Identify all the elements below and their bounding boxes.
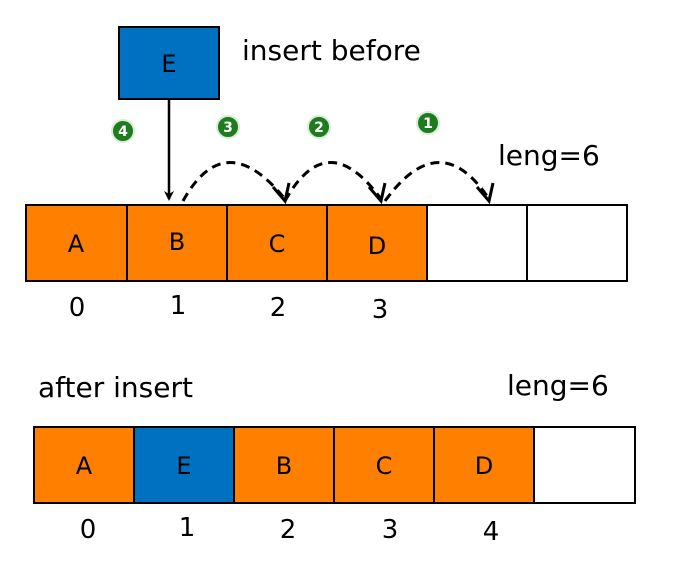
cell-label: C <box>376 452 393 480</box>
array-cell: A <box>25 204 128 282</box>
after-indices: 0 1 2 3 4 <box>80 513 500 547</box>
cell-label: C <box>269 230 286 258</box>
index-label: 3 <box>372 295 389 325</box>
step-badge-3: 3 <box>216 115 240 139</box>
cell-box <box>333 426 435 504</box>
array-cell: C <box>333 426 435 504</box>
index-label: 2 <box>270 293 287 323</box>
before-indices: 0 1 2 3 <box>69 291 389 325</box>
array-cell: E <box>133 426 235 504</box>
cell-box <box>133 426 235 504</box>
step-badge-4-number: 4 <box>118 124 128 140</box>
new-element-label: E <box>161 50 176 78</box>
array-cell: C <box>226 204 328 282</box>
cell-box <box>426 204 528 282</box>
index-label: 0 <box>69 293 86 323</box>
cell-label: B <box>169 228 185 256</box>
cell-label: E <box>176 452 191 480</box>
before-length-label: leng=6 <box>498 139 600 172</box>
array-cell: B <box>233 426 335 504</box>
step-badge-1: 1 <box>416 111 440 135</box>
step-badge-1-circle <box>416 111 440 135</box>
after-insert-title: after insert <box>38 371 193 404</box>
shift-arrow-b-to-c <box>181 161 287 202</box>
cell-box <box>533 426 636 504</box>
cell-box <box>433 426 535 504</box>
insert-before-label: insert before <box>242 34 421 67</box>
array-cell: D <box>326 204 428 282</box>
cell-box <box>25 204 128 282</box>
step-badge-3-number: 3 <box>223 120 233 136</box>
array-cell: B <box>126 204 228 282</box>
cell-label: D <box>475 452 493 480</box>
step-badge-2: 2 <box>307 115 331 139</box>
array-cell <box>533 426 636 504</box>
array-cell <box>526 204 628 282</box>
cell-label: A <box>68 230 85 258</box>
after-length-label: leng=6 <box>507 369 609 402</box>
shift-arrow-c-to-d <box>283 161 383 202</box>
index-label: 1 <box>179 513 196 543</box>
cell-box <box>526 204 628 282</box>
step-badge-4: 4 <box>111 119 135 143</box>
array-cell: D <box>433 426 535 504</box>
step-badge-2-circle <box>307 115 331 139</box>
after-array: A E B C D <box>33 426 636 504</box>
step-badge-2-number: 2 <box>314 120 324 136</box>
index-label: 2 <box>280 515 297 545</box>
shift-arrow-d-to-empty <box>383 161 491 202</box>
index-label: 0 <box>80 515 97 545</box>
cell-label: B <box>276 452 292 480</box>
new-element: E <box>118 26 220 100</box>
cell-box <box>326 204 428 282</box>
arrowhead-c-to-d <box>367 182 387 205</box>
cell-box <box>233 426 335 504</box>
arrowhead-d-to-empty <box>475 182 495 205</box>
new-element-box <box>118 26 220 100</box>
cell-label: D <box>368 232 386 260</box>
cell-box <box>33 426 135 504</box>
index-label: 1 <box>170 291 187 321</box>
cell-box <box>126 204 228 282</box>
array-cell <box>426 204 528 282</box>
array-cell: A <box>33 426 135 504</box>
shift-arrows <box>181 161 495 205</box>
step-badge-4-circle <box>111 119 135 143</box>
step-badge-1-number: 1 <box>423 116 433 132</box>
cell-label: A <box>76 452 93 480</box>
index-label: 3 <box>382 515 399 545</box>
step-badge-3-circle <box>216 115 240 139</box>
index-label: 4 <box>483 517 500 547</box>
before-array: A B C D <box>25 204 628 282</box>
